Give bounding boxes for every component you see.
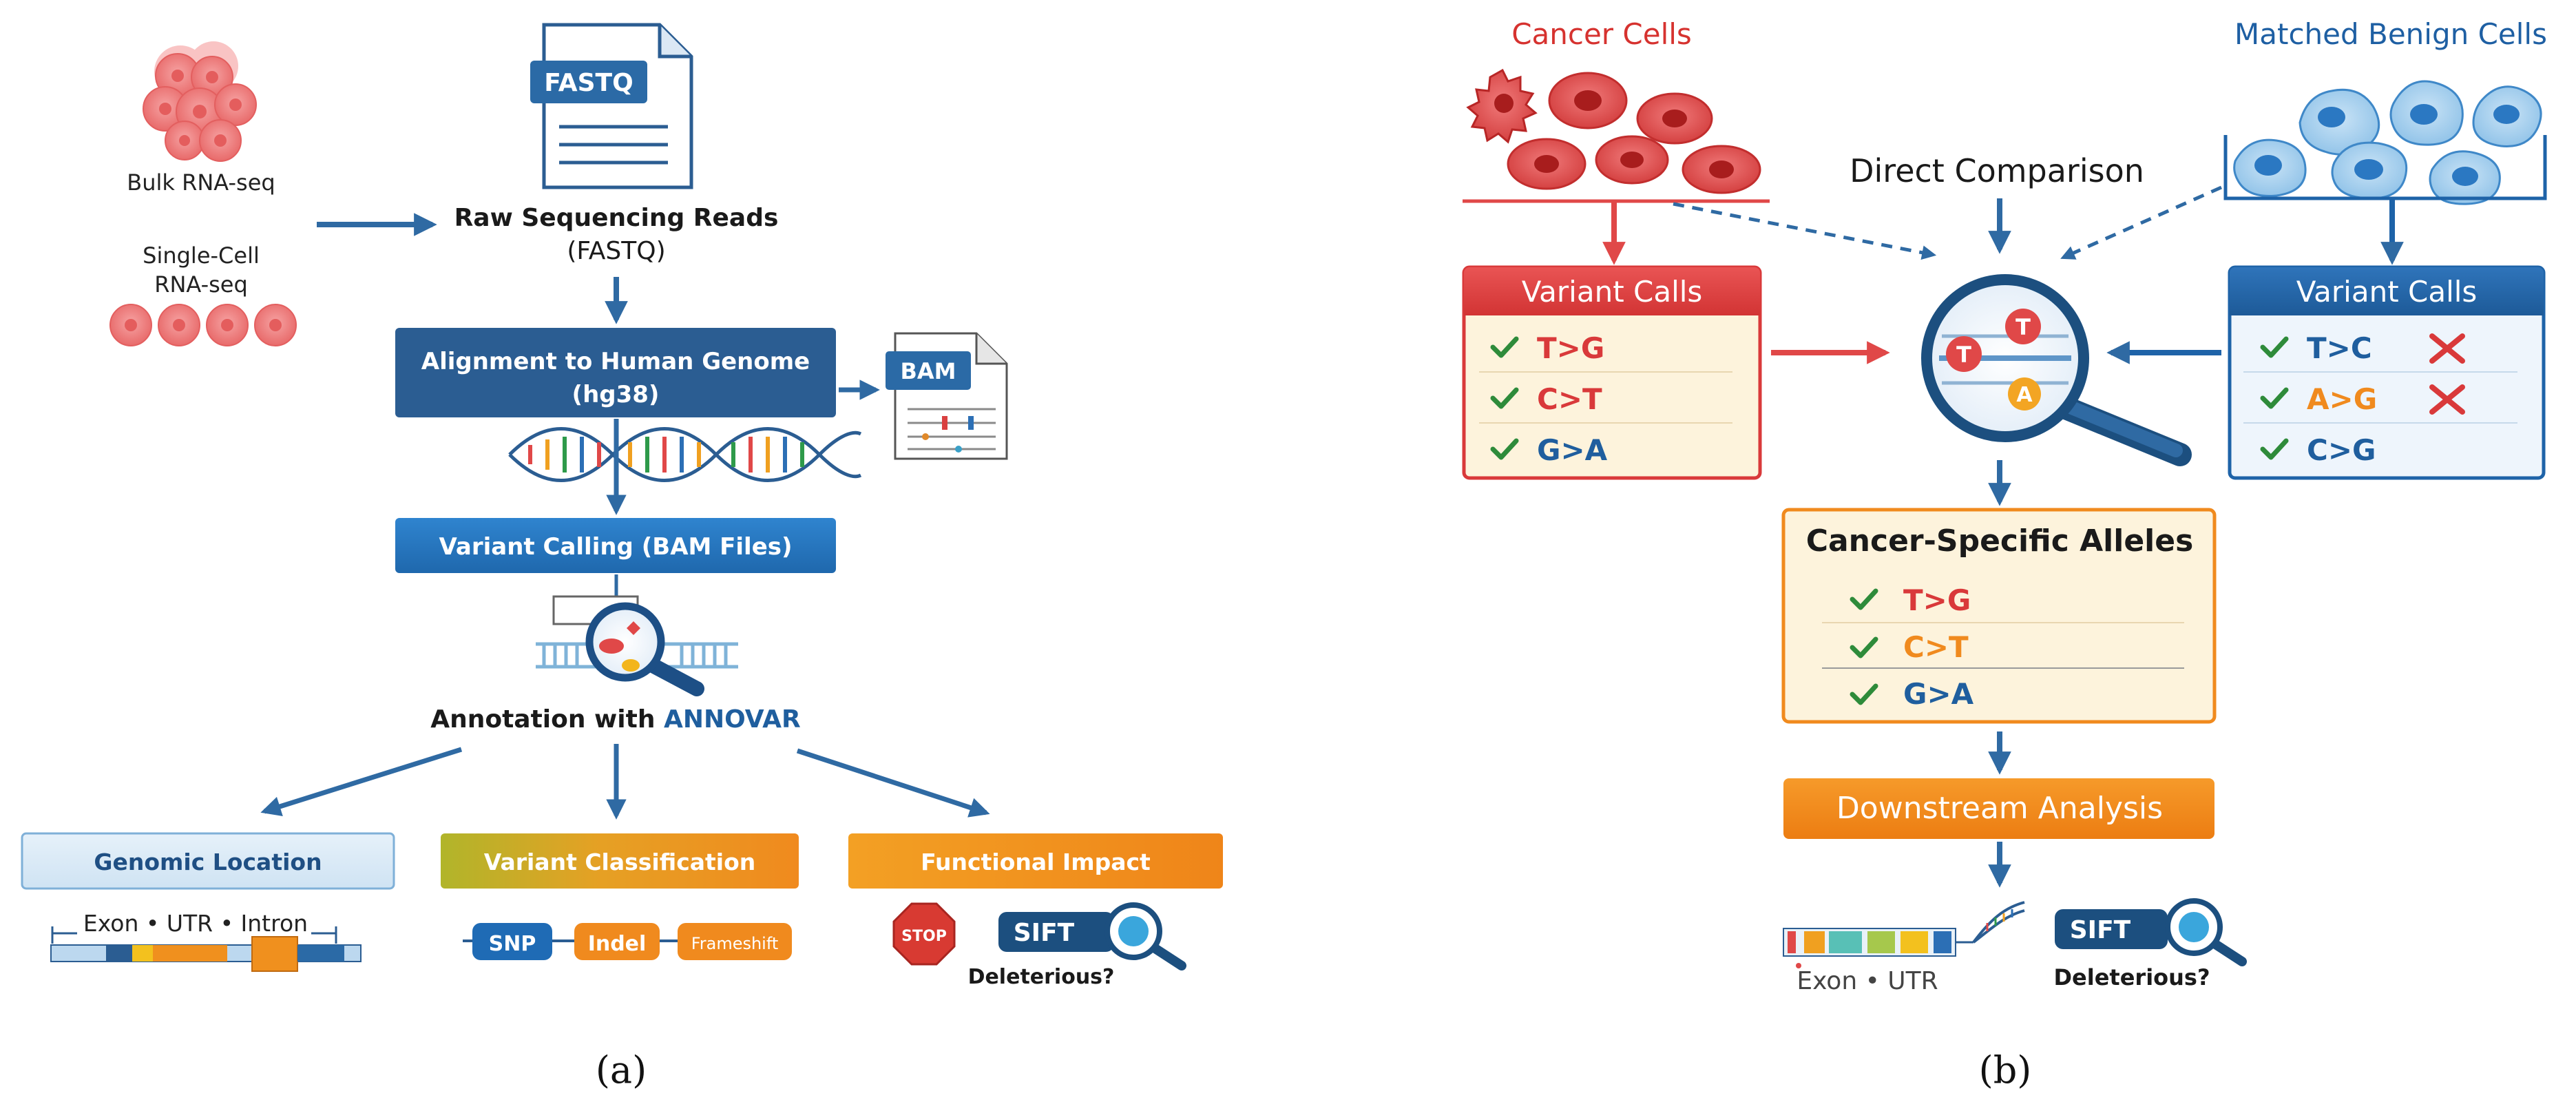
chip-snp-label: SNP xyxy=(489,932,536,956)
caption-a: (a) xyxy=(596,1048,647,1092)
annovar-label: ANNOVAR xyxy=(664,705,801,734)
cancer-call-1: T>G xyxy=(1537,331,1604,365)
raw-reads-subtitle: (FASTQ) xyxy=(567,237,665,265)
benign-calls-title: Variant Calls xyxy=(2296,275,2478,309)
dna-helix-icon xyxy=(508,427,862,482)
chip-frameshift xyxy=(678,923,792,960)
benign-call-1: T>C xyxy=(2307,331,2372,365)
reject-x-icon xyxy=(2429,333,2465,364)
dashed-arrow-benign-to-magnifier xyxy=(2060,185,2223,260)
stop-sign-label: STOP xyxy=(901,928,947,945)
annotation-label: Annotation with ANNOVAR xyxy=(430,705,801,734)
sift-label-a: SIFT xyxy=(1014,919,1075,947)
cancer-specific-item-1: T>G xyxy=(1903,583,1971,617)
variant-classification-title: Variant Classification xyxy=(484,849,756,875)
fastq-icon-label: FASTQ xyxy=(544,69,633,97)
genomic-location-box xyxy=(21,832,395,890)
chip-indel xyxy=(574,923,660,960)
bulk-rna-seq-label: Bulk RNA-seq xyxy=(127,169,275,196)
downstream-analysis-label: Downstream Analysis xyxy=(1836,791,2163,826)
arrow-to-functional-impact xyxy=(796,748,990,818)
exon-utr-label: Exon • UTR xyxy=(1797,967,1938,995)
deleterious-question-b: Deleterious? xyxy=(2053,964,2210,990)
benign-call-3: C>G xyxy=(2307,433,2376,467)
single-cell-label-line2: RNA-seq xyxy=(154,271,248,298)
arrow-to-genomic-location xyxy=(260,747,463,816)
stop-sign-icon xyxy=(892,902,956,966)
benign-variant-calls-card xyxy=(2228,265,2546,480)
cancer-cells-icon xyxy=(1463,68,1770,203)
variant-classification-box xyxy=(441,833,799,889)
annotation-magnifier-icon xyxy=(536,595,738,696)
alignment-line2: (hg38) xyxy=(572,381,660,408)
benign-call-2: A>G xyxy=(2307,382,2377,416)
benign-cells-title: Matched Benign Cells xyxy=(2234,17,2547,51)
magnifier-letter-2: T xyxy=(1956,342,1971,368)
chip-indel-label: Indel xyxy=(588,932,647,956)
direct-comparison-label: Direct Comparison xyxy=(1850,152,2144,189)
caption-b: (b) xyxy=(1979,1048,2032,1092)
raw-reads-title: Raw Sequencing Reads xyxy=(454,204,779,232)
genomic-location-text: Exon • UTR • Intron xyxy=(83,910,308,937)
fastq-document-icon xyxy=(530,23,693,189)
sift-badge-icon xyxy=(2055,898,2247,966)
bulk-cell-cluster-icon xyxy=(143,41,257,162)
chip-frameshift-label: Frameshift xyxy=(691,934,779,953)
magnifier-letter-3: A xyxy=(2016,383,2033,407)
magnifier-letter-1: T xyxy=(2015,314,2031,340)
cancer-specific-title: Cancer-Specific Alleles xyxy=(1806,523,2194,559)
variant-calling-box xyxy=(395,518,836,573)
deleterious-question-a: Deleterious? xyxy=(968,965,1115,989)
functional-impact-title: Functional Impact xyxy=(921,849,1151,875)
cancer-cells-title: Cancer Cells xyxy=(1511,17,1692,51)
alignment-box xyxy=(395,328,836,417)
bam-document-icon xyxy=(886,332,1008,460)
cancer-calls-title: Variant Calls xyxy=(1522,275,1703,309)
cancer-specific-alleles-card xyxy=(1781,508,2217,724)
single-cells-icon xyxy=(109,304,297,346)
sift-label-b: SIFT xyxy=(2070,916,2131,944)
sift-badge-icon xyxy=(998,902,1186,970)
benign-cells-icon xyxy=(2223,80,2547,205)
downstream-analysis-box xyxy=(1783,778,2214,839)
cancer-specific-item-2: C>T xyxy=(1903,630,1969,664)
annotation-prefix: Annotation with xyxy=(430,705,664,734)
cancer-variant-calls-card xyxy=(1462,265,1762,480)
dashed-arrow-cancer-to-magnifier xyxy=(1673,202,1937,260)
gene-structure-icon xyxy=(50,926,362,972)
genomic-location-title: Genomic Location xyxy=(94,849,322,875)
cancer-call-3: G>A xyxy=(1537,433,1608,467)
panel-b: Cancer Cells Matched Benign Cells xyxy=(1462,17,2547,1092)
alignment-line1: Alignment to Human Genome xyxy=(421,348,810,375)
chip-snp xyxy=(472,923,552,960)
comparison-magnifier-icon xyxy=(1921,274,2192,466)
bam-icon-label: BAM xyxy=(901,358,956,384)
gene-dna-icon xyxy=(1783,901,2025,968)
variant-calling-label: Variant Calling (BAM Files) xyxy=(439,533,792,561)
panel-a: Bulk RNA-seq Single-Cell RNA-seq FASTQ R… xyxy=(21,23,1223,1092)
single-cell-label-line1: Single-Cell xyxy=(143,242,260,269)
cancer-call-2: C>T xyxy=(1537,382,1602,416)
reject-x-icon xyxy=(2429,384,2465,415)
cancer-specific-item-3: G>A xyxy=(1903,677,1974,711)
functional-impact-box xyxy=(848,833,1223,889)
